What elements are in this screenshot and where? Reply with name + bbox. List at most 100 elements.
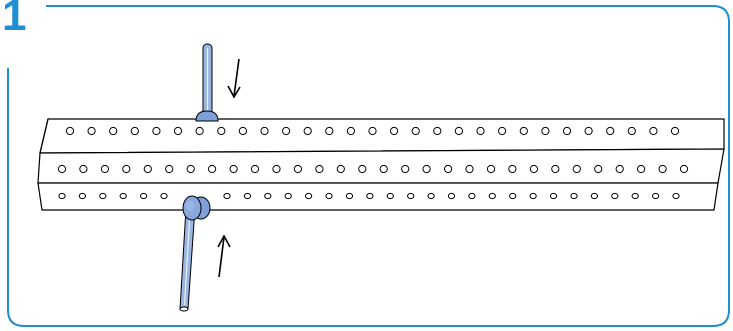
beam-hole	[78, 192, 87, 200]
beam-hole	[570, 192, 578, 200]
beam	[37, 118, 725, 211]
beam-hole	[293, 164, 302, 174]
beam-hole	[658, 164, 667, 174]
beam-hole	[454, 126, 463, 136]
beam-hole	[173, 126, 183, 136]
beam-hole	[345, 192, 354, 200]
beam-hole	[368, 126, 377, 136]
middle-row-holes	[57, 164, 689, 174]
beam-hole	[165, 164, 174, 174]
top-row-holes	[65, 126, 680, 136]
beam-hole	[407, 192, 415, 200]
beam-hole	[160, 192, 168, 200]
beam-hole	[264, 192, 272, 200]
beam-hole	[509, 192, 517, 200]
beam-hole	[637, 164, 646, 174]
beam-hole	[140, 192, 148, 200]
beam-hole	[65, 126, 75, 136]
beam-hole	[152, 126, 161, 136]
beam-hole	[208, 164, 217, 174]
beam-hole	[238, 126, 247, 136]
beam-hole	[652, 192, 660, 200]
beam-hole	[390, 126, 399, 136]
beam-hole	[250, 164, 260, 174]
beam-hole	[303, 126, 312, 136]
beam-hole	[346, 126, 355, 136]
beam-hole	[627, 126, 636, 136]
beam-hole	[223, 192, 231, 200]
upper-rod-plug	[195, 110, 219, 122]
beam-hole	[541, 126, 550, 136]
beam-hole	[672, 192, 680, 200]
beam-hole	[476, 126, 485, 136]
beam-hole	[508, 164, 517, 174]
beam-hole	[465, 164, 474, 174]
beam-hole	[590, 192, 599, 200]
beam-hole	[562, 126, 572, 136]
beam-hole	[411, 126, 420, 136]
beam-hole	[529, 192, 537, 200]
beam-hole	[551, 164, 560, 174]
beam-hole	[109, 126, 118, 136]
beam-hole	[422, 164, 431, 174]
beam-hole	[529, 164, 539, 174]
beam-hole	[584, 126, 593, 136]
beam-hole	[282, 126, 291, 136]
beam-hole	[229, 164, 238, 174]
beam-hole	[444, 164, 453, 174]
beam-hole	[243, 192, 251, 200]
beam-hole	[325, 126, 334, 136]
beam-hole	[195, 126, 204, 136]
lower-rod-plug	[182, 195, 211, 221]
beam-hole	[119, 192, 127, 200]
beam-hole	[386, 192, 394, 200]
beam-hole	[401, 164, 410, 174]
bottom-row-holes	[58, 192, 680, 200]
beam-hole	[433, 126, 442, 136]
beam-hole	[284, 192, 292, 200]
beam-hole	[57, 164, 67, 174]
beam-hole	[58, 192, 66, 200]
up-arrow-icon	[217, 234, 231, 278]
beam-hole	[670, 126, 680, 136]
beam-hole	[87, 126, 96, 136]
beam-hole	[427, 192, 435, 200]
step-frame	[7, 5, 730, 327]
beam-hole	[79, 164, 88, 174]
beam-hole	[379, 164, 388, 174]
beam-hole	[217, 126, 226, 136]
upper-rod	[202, 43, 213, 121]
beam-hole	[358, 164, 367, 174]
beam-hole	[336, 164, 345, 174]
beam-hole	[679, 164, 689, 174]
lower-rod	[179, 207, 196, 312]
beam-hole	[468, 192, 476, 200]
beam-hole	[649, 126, 658, 136]
beam-hole	[366, 192, 374, 200]
down-arrow-icon	[227, 58, 241, 99]
beam-hole	[447, 192, 456, 200]
beam-hole	[594, 164, 603, 174]
beam-hole	[572, 164, 581, 174]
beam-hole	[611, 192, 619, 200]
beam-top-face	[39, 118, 725, 154]
beam-hole	[549, 192, 558, 200]
step-number: 1	[2, 0, 27, 40]
beam-hole	[305, 192, 313, 200]
beam-hole	[130, 126, 139, 136]
beam-hole	[488, 192, 496, 200]
beam-hole	[631, 192, 639, 200]
beam-hole	[519, 126, 528, 136]
beam-hole	[272, 164, 281, 174]
beam-hole	[615, 164, 624, 174]
beam-hole	[122, 164, 131, 174]
beam-hole	[606, 126, 615, 136]
beam-hole	[143, 164, 152, 174]
beam-hole	[486, 164, 496, 174]
beam-hole	[498, 126, 507, 136]
beam-hole	[186, 164, 195, 174]
beam-hole	[100, 164, 110, 174]
beam-hole	[99, 192, 107, 200]
beam-hole	[260, 126, 269, 136]
